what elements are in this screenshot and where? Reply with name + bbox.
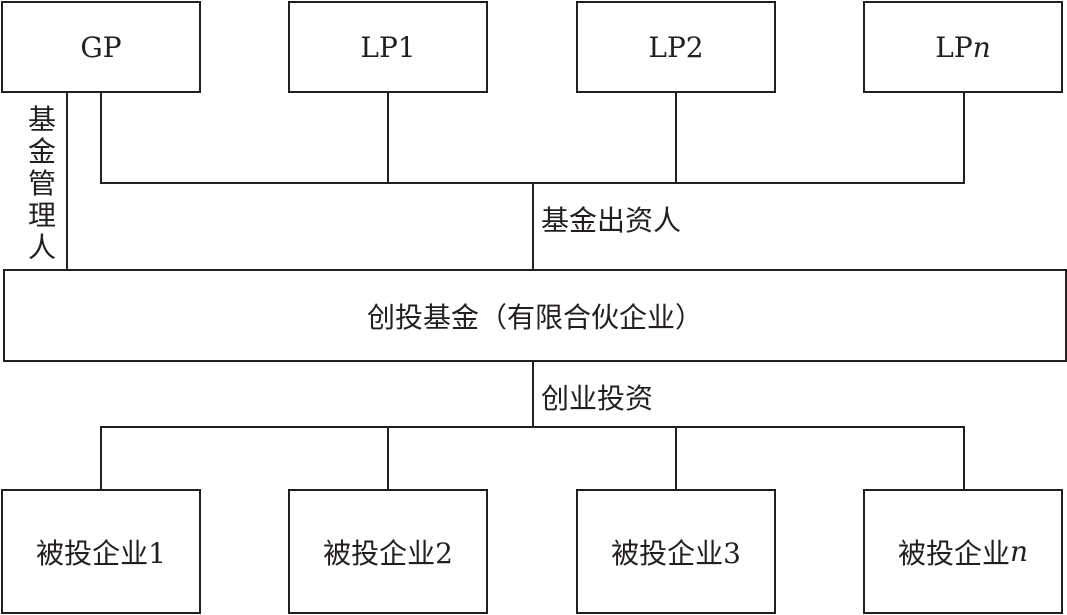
company3-box: 被投企业3	[576, 489, 776, 614]
company1-label: 被投企业1	[36, 536, 166, 570]
company1-box: 被投企业1	[1, 489, 201, 614]
fund-box: 创投基金（有限合伙企业）	[3, 269, 1067, 362]
companyn-label-suffix: n	[1009, 535, 1029, 568]
lp2-label: LP2	[648, 30, 704, 64]
company2-label: 被投企业2	[323, 536, 453, 570]
fund-name: 创投基金（有限合伙企业）	[366, 300, 703, 334]
lp2-box: LP2	[576, 1, 776, 93]
company3-label: 被投企业3	[611, 536, 741, 570]
gp-box: GP	[1, 1, 201, 93]
companyn-label-prefix: 被投企业	[897, 536, 1010, 570]
lp1-label: LP1	[360, 30, 416, 64]
venture-investment-label: 创业投资	[541, 382, 654, 415]
lp1-box: LP1	[288, 1, 488, 93]
company2-box: 被投企业2	[288, 489, 488, 614]
lpn-label-suffix: n	[972, 30, 991, 64]
fund-manager-label: 基金管理人	[27, 103, 56, 264]
gp-label: GP	[80, 30, 122, 64]
lpn-label-prefix: LP	[935, 30, 973, 64]
fund-investor-label: 基金出资人	[541, 204, 682, 237]
